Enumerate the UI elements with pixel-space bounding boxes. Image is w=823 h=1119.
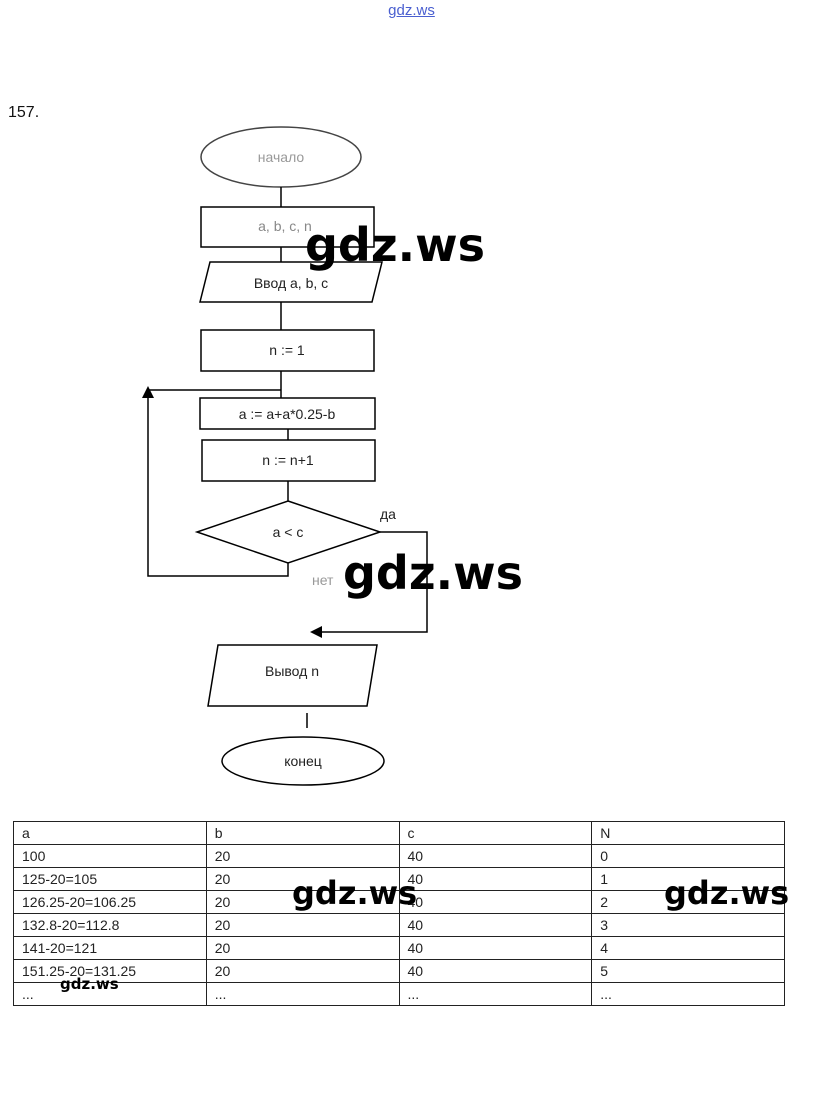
table-cell: 40 (398, 959, 593, 983)
output-block (207, 644, 378, 707)
problem-number: 157. (8, 104, 40, 121)
table-cell: 5 (591, 959, 785, 983)
table-cell: 40 (398, 890, 593, 914)
watermark: gdz.ws (305, 218, 485, 272)
table-cell: 2 (591, 890, 785, 914)
input-block (199, 261, 383, 303)
table-cell: 126.25-20=106.25 (13, 890, 207, 914)
vars-label: a, b, c, n (258, 218, 312, 234)
header-cell: b (205, 821, 400, 845)
watermark: gdz.ws (343, 546, 523, 600)
input-label: Ввод a, b, c (254, 275, 328, 291)
table-cell: 20 (205, 959, 400, 983)
table-cell: 4 (591, 936, 785, 960)
watermark-link[interactable]: gdz.ws (388, 2, 435, 19)
vars-block (200, 206, 375, 248)
table-cell: 3 (591, 913, 785, 937)
table-cell: 20 (205, 844, 400, 868)
table-cell: 40 (398, 844, 593, 868)
watermark: gdz.ws (664, 874, 790, 912)
table-cell: 40 (398, 913, 593, 937)
table-cell: 40 (398, 936, 593, 960)
table-cell: 125-20=105 (13, 867, 207, 891)
table-cell: 100 (13, 844, 207, 868)
increment-label: n := n+1 (262, 452, 314, 468)
table-row: ............ (13, 982, 785, 1006)
header-cell: a (13, 821, 207, 845)
table-cell: ... (591, 982, 785, 1006)
end-terminal (221, 736, 385, 786)
table-cell: 132.8-20=112.8 (13, 913, 207, 937)
table-cell: ... (205, 982, 400, 1006)
exit-line (310, 531, 428, 638)
table-cell: 1 (591, 867, 785, 891)
condition-label: a < c (273, 524, 304, 540)
table-cell: 141-20=121 (13, 936, 207, 960)
table-cell: 0 (591, 844, 785, 868)
end-label: конец (284, 753, 322, 769)
no-label: нет (312, 572, 334, 588)
table-cell: ... (13, 982, 207, 1006)
table-cell: 20 (205, 936, 400, 960)
yes-label: да (380, 506, 396, 522)
table-header-row: a b c N (13, 821, 785, 845)
table-cell: 40 (398, 867, 593, 891)
table-cell: 20 (205, 913, 400, 937)
watermark: gdz.ws (292, 874, 418, 912)
table-cell: 151.25-20=131.25 (13, 959, 207, 983)
start-label: начало (258, 149, 305, 165)
header-cell: c (398, 821, 593, 845)
init-label: n := 1 (269, 342, 305, 358)
watermark: gdz.ws (60, 975, 119, 993)
header-cell: N (591, 821, 785, 845)
loop-back-line (142, 386, 289, 577)
update-a-label: a := a+a*0.25-b (239, 406, 336, 422)
flowchart: начало a, b, c, n Ввод a, b, c n := 1 a … (142, 126, 428, 786)
init-block (200, 329, 375, 372)
table-cell: ... (398, 982, 593, 1006)
output-label: Вывод n (265, 663, 319, 679)
